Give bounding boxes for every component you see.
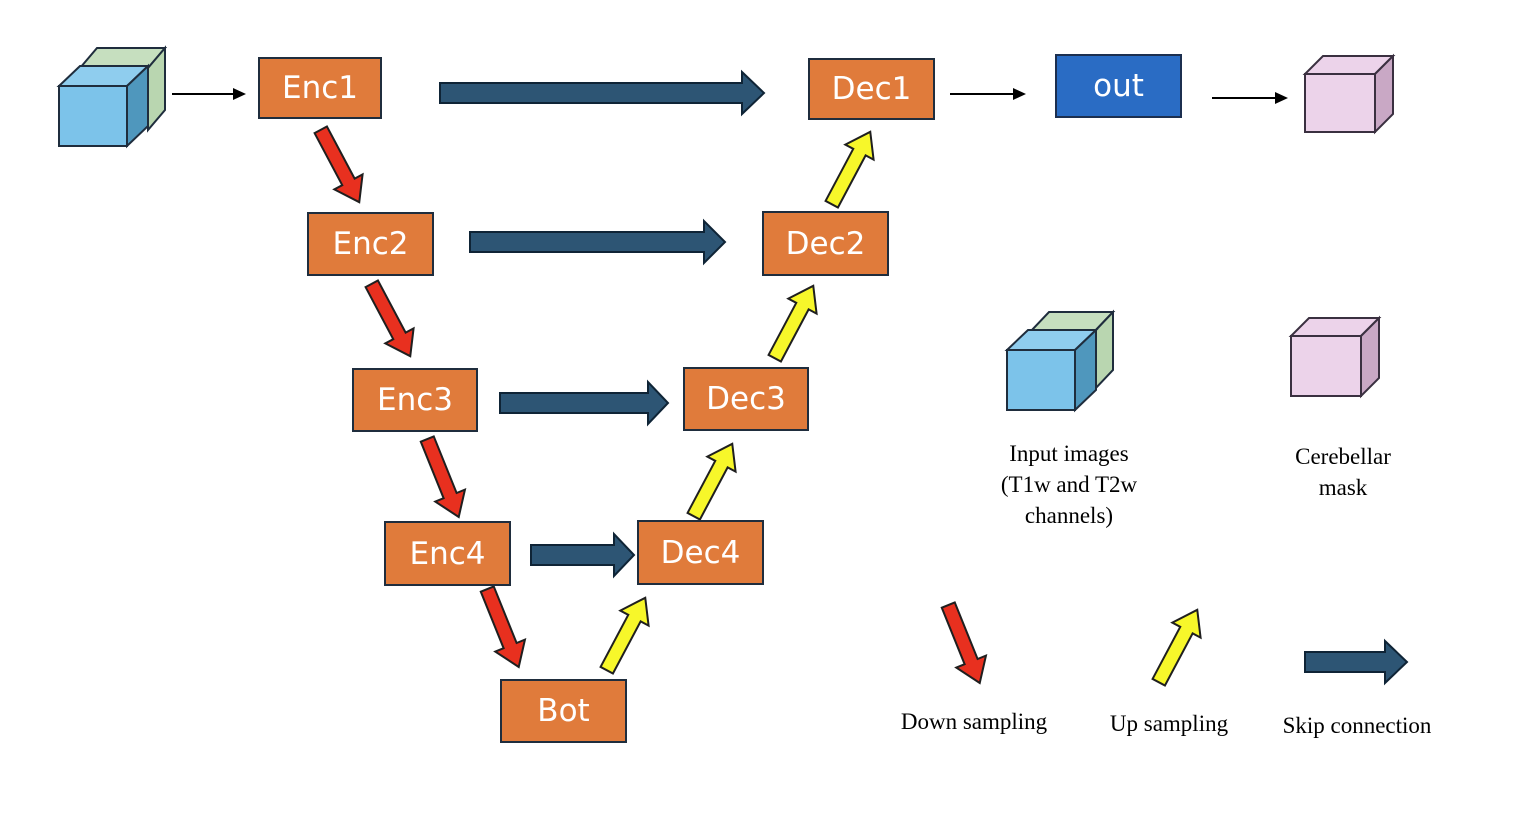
- dec2-block: Dec2: [762, 211, 889, 276]
- legend-mask-line2: mask: [1318, 475, 1368, 500]
- flow-arrows: [172, 88, 1288, 104]
- dec1-block: Dec1: [808, 58, 935, 120]
- dec3-block: Dec3: [683, 367, 809, 431]
- legend-input-line2: (T1w and T2w: [1000, 472, 1138, 497]
- skip-arrows: [439, 69, 766, 579]
- legend-skip-label: Skip connection: [1282, 713, 1432, 738]
- legend-down-label: Down sampling: [900, 709, 1048, 734]
- legend-input-cube-icon: [1004, 309, 1116, 413]
- legend-input-line1: Input images: [1009, 441, 1129, 466]
- legend-mask-cube-icon: [1288, 315, 1382, 399]
- output-mask-cube-icon: [1302, 53, 1396, 135]
- dec4-block: Dec4: [637, 520, 764, 585]
- legend-skip-arrow: [1304, 638, 1409, 686]
- legend-input-line3: channels): [1024, 503, 1114, 528]
- enc3-block: Enc3: [352, 368, 478, 432]
- input-cube-icon: [56, 45, 168, 149]
- up-arrows: [599, 130, 1202, 687]
- down-arrows: [313, 125, 988, 685]
- legend-input-label: Input images (T1w and T2w channels): [969, 438, 1169, 531]
- enc2-block: Enc2: [307, 212, 434, 276]
- bot-block: Bot: [500, 679, 627, 743]
- legend-mask-label: Cerebellar mask: [1263, 441, 1423, 503]
- legend-mask-line1: Cerebellar: [1295, 444, 1391, 469]
- enc1-block: Enc1: [258, 57, 382, 119]
- legend-up-label: Up sampling: [1109, 711, 1229, 736]
- out-block: out: [1055, 54, 1182, 118]
- enc4-block: Enc4: [384, 521, 511, 586]
